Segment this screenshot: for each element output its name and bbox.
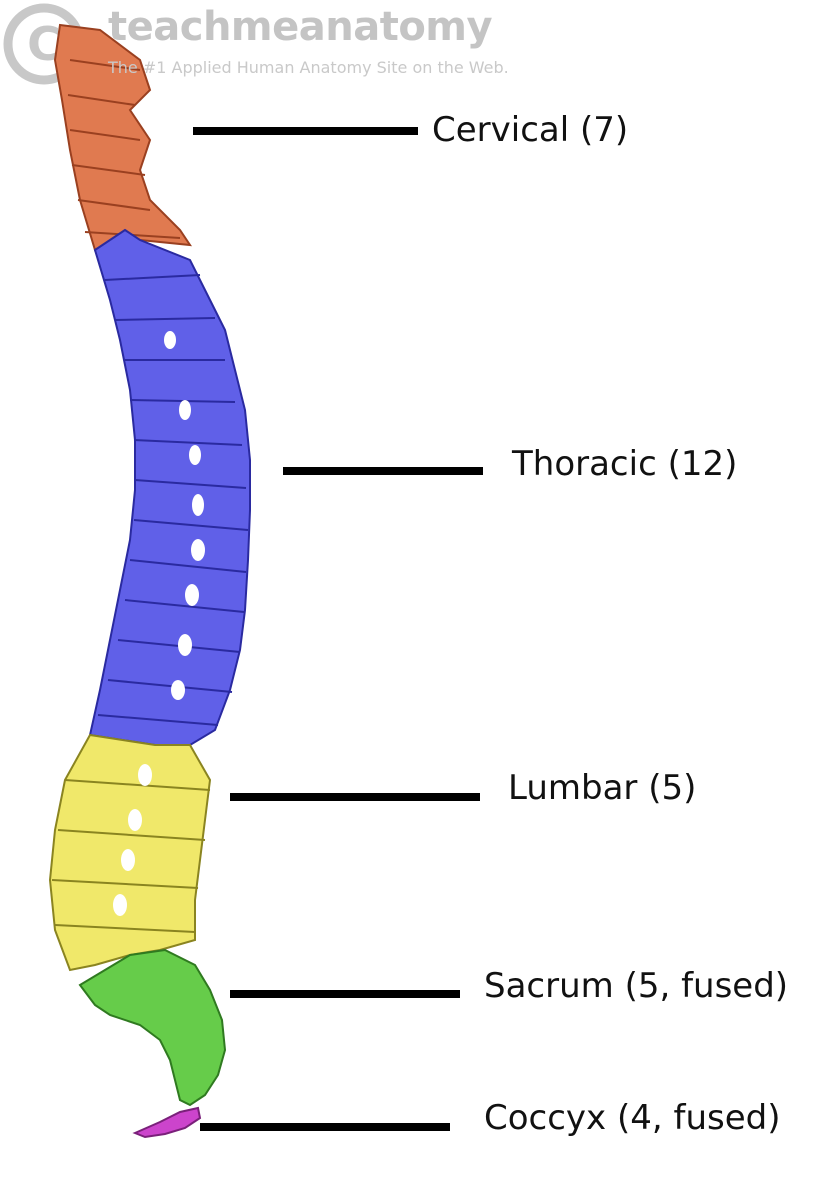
lumbar-leader-line (230, 793, 480, 801)
thoracic-region (88, 228, 251, 746)
coccyx-label: Coccyx (4, fused) (484, 1098, 781, 1138)
watermark-site-name: teachmeanatomy (108, 4, 493, 50)
coccyx-leader-line (200, 1123, 450, 1131)
coccyx-region (132, 1106, 202, 1139)
thoracic-label: Thoracic (12) (512, 444, 738, 484)
sacrum-leader-line (230, 990, 460, 998)
cervical-leader-line (193, 127, 418, 135)
sacrum-region (78, 948, 227, 1107)
sacrum-label: Sacrum (5, fused) (484, 966, 789, 1006)
cervical-label: Cervical (7) (432, 110, 629, 150)
lumbar-region (48, 733, 212, 972)
cervical-region (53, 23, 193, 252)
lumbar-label: Lumbar (5) (508, 768, 697, 808)
thoracic-leader-line (283, 467, 483, 475)
watermark-tagline: The #1 Applied Human Anatomy Site on the… (108, 58, 509, 77)
